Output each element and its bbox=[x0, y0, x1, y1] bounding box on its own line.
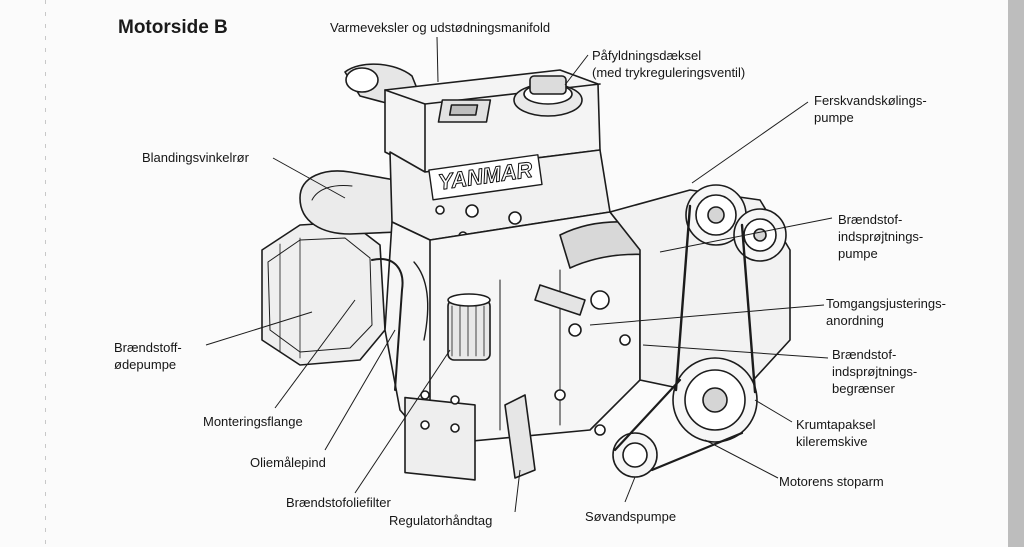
fresh-water-pump-pulley bbox=[685, 184, 747, 246]
label-sea-water-pump: Søvandspumpe bbox=[585, 509, 677, 524]
oil-filter bbox=[447, 293, 491, 361]
label-crankshaft-pulley: Krumtapaksel kileremskive bbox=[796, 417, 876, 449]
transmission-housing bbox=[261, 221, 386, 366]
label-governor-lever: Regulatorhåndtag bbox=[389, 513, 493, 528]
label-fuel-filter: Brændstofoliefilter bbox=[286, 495, 391, 510]
scan-edge bbox=[1008, 0, 1024, 547]
label-dipstick: Oliemålepind bbox=[250, 455, 326, 470]
scan-edge-dots bbox=[45, 0, 46, 547]
label-idle-adjuster: Tomgangsjusterings- anordning bbox=[826, 296, 946, 328]
label-injection-pump: Brændstof- indsprøjtnings- pumpe bbox=[838, 212, 924, 261]
page-title: Motorside B bbox=[118, 17, 228, 38]
label-heat-exchanger: Varmeveksler og udstødningsmanifold bbox=[330, 20, 551, 35]
dipstick bbox=[371, 258, 404, 391]
engine-block bbox=[384, 211, 641, 446]
label-mixing-elbow: Blandingsvinkelrør bbox=[142, 150, 249, 165]
regulator-lever bbox=[504, 394, 536, 479]
label-stop-lever: Motorens stoparm bbox=[779, 474, 884, 489]
label-fresh-water-pump: Ferskvandskølings- pumpe bbox=[814, 93, 927, 125]
label-fuel-feed-pump: Brændstoff- ødepumpe bbox=[114, 340, 182, 372]
label-injection-limiter: Brændstof- indsprøjtnings- begrænser bbox=[832, 347, 918, 396]
injection-pump-pulley bbox=[733, 208, 787, 262]
v-belt bbox=[674, 204, 757, 394]
label-filler-cap: Påfyldningsdæksel (med trykreguleringsve… bbox=[592, 48, 746, 80]
sea-water-pump-pulley bbox=[612, 432, 658, 478]
label-mounting-flange: Monteringsflange bbox=[203, 414, 303, 429]
crankshaft-pulley bbox=[672, 357, 758, 443]
mixing-elbow bbox=[299, 170, 399, 235]
